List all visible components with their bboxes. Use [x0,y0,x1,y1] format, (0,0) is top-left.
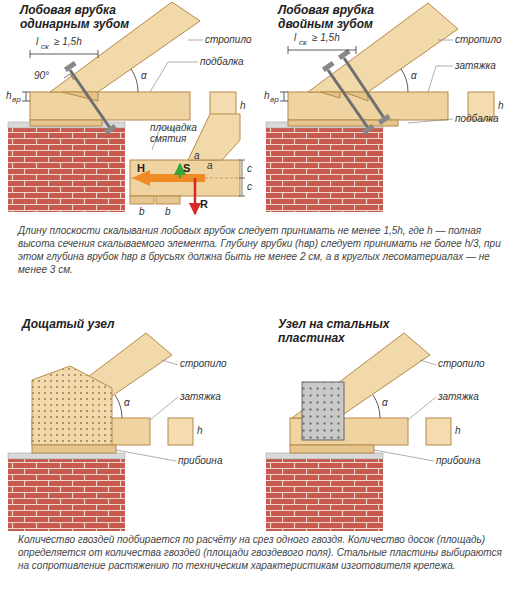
tooth [62,92,98,101]
dimension-label: ≥ 1,5h [312,32,340,43]
brick-wall [8,459,125,531]
dimension-label: h [197,425,203,436]
dimension-label: b [139,206,145,217]
angle-arc [131,69,138,92]
dimension-subscript: вр [12,96,21,104]
dimension-label: l [294,32,296,43]
part-name: стропило [455,34,502,45]
part-name: затяжка [180,391,221,402]
leader-line [374,360,436,461]
joint-title: Дощатый узел [22,318,182,332]
brick-wall [8,128,125,212]
steel-plate [302,382,344,440]
brick-wall [266,128,383,212]
part-name: прибоина [178,455,222,466]
part-name: стропило [180,358,227,369]
force-arrow [194,178,197,214]
bolt [70,70,110,128]
leader-line [116,360,178,461]
dimension-label: a [207,160,213,171]
angle-label: α [124,397,130,408]
bolt [344,58,384,118]
part-name: стропило [205,34,252,45]
joint-title: Лобовая врубка одинарным зубом [20,4,160,32]
part-name: затяжка [438,391,479,402]
leader-line [408,40,453,123]
joint-title: Лобовая врубка двойным зубом [278,4,418,32]
dimension-subscript: ск [299,39,307,47]
dimension-line [22,92,30,101]
dimension-label: b [165,206,171,217]
dimension-label: h [498,100,504,111]
board-joint [8,333,193,531]
part-name: подбалка [200,56,244,67]
joint-title: Узел на стальных пластинах [278,318,458,346]
nailed-boards [32,366,112,445]
part-name: площадка смятия [150,122,210,144]
dimension-label: c [247,163,252,174]
rafter-fragment [188,114,240,160]
note-text: Длину плоскости скалывания лобовых врубо… [18,224,502,276]
brick-wall [266,459,383,531]
dimension-label: c [247,181,252,192]
under-beam [30,120,102,126]
dimension-label: h [240,100,246,111]
angle-label: α [382,397,388,408]
plate-joint [266,333,451,531]
force-label: S [183,163,190,174]
dimension-subscript: вр [270,96,279,104]
board-strip [32,445,116,453]
nut [104,124,117,135]
section [426,418,451,445]
bolt [328,70,368,128]
board-strip [290,445,374,453]
dimension-subscript: ск [41,43,49,51]
part-name: прибоина [436,455,480,466]
force-label: H [137,163,145,174]
dimension-label: l [36,36,38,47]
dimension-label: ≥ 1,5h [54,36,82,47]
section [168,418,193,445]
dimension-line [239,160,245,196]
dimension-line [288,46,356,54]
plate [156,196,180,204]
nut [64,61,77,72]
part-name: подбалка [455,113,499,124]
note-text: Количество гвоздей подбирается по расчёт… [18,533,502,572]
part-name: затяжка [455,60,496,71]
part-name: стропило [438,358,485,369]
leader-line [150,40,203,92]
dimension-label: a [194,150,200,161]
angle-label: 90° [34,70,49,81]
right-angle-mark [64,74,74,80]
force-detail [130,114,245,214]
beam-fragment [130,160,240,196]
plate [130,196,154,204]
dimension-label: h [6,90,12,101]
force-arrow [179,164,182,178]
tie-beam [30,92,190,120]
dimension-line [30,50,98,58]
force-label: R [200,199,208,210]
dimension-label: h [264,90,270,101]
angle-label: α [411,70,417,81]
dimension-label: h [455,425,461,436]
single-tooth-joint [8,2,236,212]
angle-label: α [141,70,147,81]
